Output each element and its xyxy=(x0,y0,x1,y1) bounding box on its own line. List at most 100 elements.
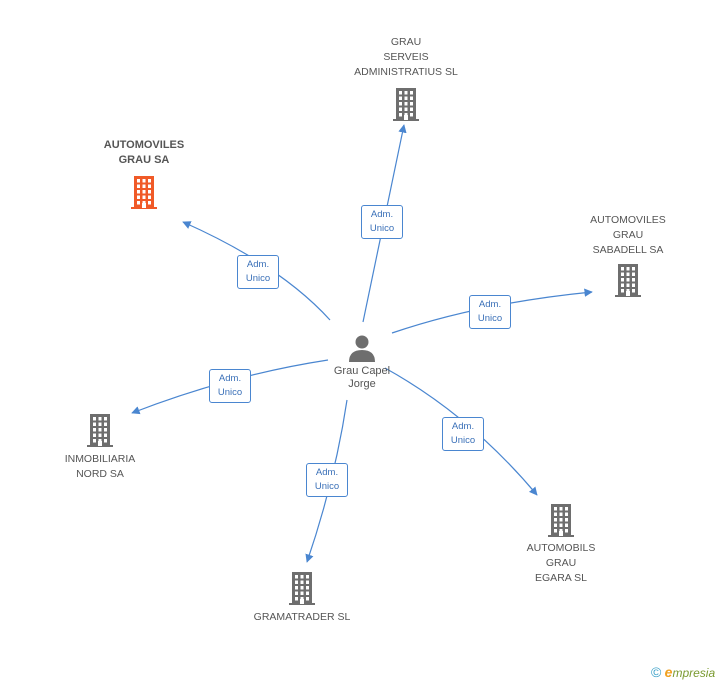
building-icon xyxy=(289,572,315,605)
building-window xyxy=(104,433,107,437)
building-window xyxy=(148,184,151,188)
building-window xyxy=(621,283,624,287)
building-door xyxy=(98,441,102,446)
edge-label-gramatrader[interactable]: Adm. Unico xyxy=(306,463,348,497)
building-window xyxy=(399,96,402,100)
edge-label-automobils-grau-egara[interactable]: Adm. Unico xyxy=(442,417,484,451)
building-window xyxy=(295,586,298,590)
building-window xyxy=(410,91,413,95)
building-window xyxy=(399,107,402,111)
company-name: AUTOMOVILES GRAU SABADELL SA xyxy=(590,214,666,256)
building-window xyxy=(148,190,151,194)
edge-label-line2: Unico xyxy=(245,273,271,284)
company-name: AUTOMOBILS GRAU EGARA SL xyxy=(526,542,596,584)
brand-initial: e xyxy=(664,664,673,680)
building-window xyxy=(104,428,107,432)
edge-label-automoviles-grau-sabadell[interactable]: Adm. Unico xyxy=(469,295,511,329)
building-window xyxy=(148,201,151,205)
building-window xyxy=(632,272,635,276)
building-window xyxy=(306,591,309,595)
building-window xyxy=(554,512,557,516)
building-window xyxy=(621,289,624,293)
building-window xyxy=(295,597,298,601)
building-window xyxy=(300,580,304,584)
building-icon xyxy=(131,176,157,209)
building-window xyxy=(104,439,107,443)
edge-label-grau-serveis[interactable]: Adm. Unico xyxy=(361,205,403,239)
company-node-automobils-grau-egara[interactable]: AUTOMOBILS GRAU EGARA SL xyxy=(506,502,616,586)
building-window xyxy=(104,417,107,421)
edge-label-line1: Adm. xyxy=(370,209,394,220)
building-window xyxy=(404,102,408,106)
building-window xyxy=(404,91,408,95)
building-window xyxy=(142,201,146,205)
building-window xyxy=(554,507,557,511)
building-window xyxy=(93,422,96,426)
building-icon xyxy=(393,88,419,121)
building-window xyxy=(93,417,96,421)
building-window xyxy=(632,283,635,287)
building-window xyxy=(98,439,102,443)
company-node-grau-serveis[interactable]: GRAU SERVEIS ADMINISTRATIUS SL xyxy=(345,35,467,122)
building-window xyxy=(399,102,402,106)
building-window xyxy=(559,507,563,511)
company-name: GRAU SERVEIS ADMINISTRATIUS SL xyxy=(354,36,458,78)
building-window xyxy=(410,107,413,111)
company-node-automoviles-grau[interactable]: AUTOMOVILES GRAU SA xyxy=(88,138,200,210)
building-window xyxy=(565,512,568,516)
building-window xyxy=(626,289,630,293)
edge-label-line1: Adm. xyxy=(315,467,339,478)
company-node-gramatrader[interactable]: GRAMATRADER SL xyxy=(236,570,368,625)
building-window xyxy=(559,518,563,522)
building-window xyxy=(565,507,568,511)
person-icon xyxy=(349,335,375,362)
brand-name: mpresia xyxy=(672,666,716,680)
building-window xyxy=(554,529,557,533)
building-icon xyxy=(548,504,574,537)
building-window xyxy=(295,575,298,579)
edge-label-line2: Unico xyxy=(217,387,243,398)
building-window xyxy=(632,289,635,293)
building-door xyxy=(142,203,146,208)
building-window xyxy=(295,580,298,584)
building-window xyxy=(306,580,309,584)
building-window xyxy=(137,195,140,199)
edge-label-line2: Unico xyxy=(314,481,340,492)
building-door xyxy=(626,291,630,296)
building-window xyxy=(137,190,140,194)
building-door xyxy=(300,599,304,604)
building-window xyxy=(98,417,102,421)
building-door xyxy=(559,531,563,536)
edge-label-line1: Adm. xyxy=(478,299,502,310)
company-node-inmobiliaria-nord[interactable]: INMOBILIARIA NORD SA xyxy=(48,412,152,482)
building-window xyxy=(559,529,563,533)
building-window xyxy=(399,91,402,95)
building-window xyxy=(399,113,402,117)
empresia-logo: © empresia xyxy=(651,664,715,680)
building-window xyxy=(410,113,413,117)
building-window xyxy=(626,278,630,282)
building-window xyxy=(626,272,630,276)
company-name: AUTOMOVILES GRAU SA xyxy=(103,139,185,166)
building-window xyxy=(142,190,146,194)
building-window xyxy=(142,195,146,199)
building-window xyxy=(93,433,96,437)
edge-label-line1: Adm. xyxy=(218,373,242,384)
edge-label-line1: Adm. xyxy=(451,421,475,432)
company-node-automoviles-grau-sabadell[interactable]: AUTOMOVILES GRAU SABADELL SA xyxy=(570,213,686,298)
building-window xyxy=(565,529,568,533)
building-window xyxy=(554,518,557,522)
person-node[interactable]: Grau Capel Jorge xyxy=(326,333,398,391)
building-window xyxy=(295,591,298,595)
edge-label-inmobiliaria-nord[interactable]: Adm. Unico xyxy=(209,369,251,403)
building-window xyxy=(300,586,304,590)
building-door xyxy=(404,115,408,120)
building-window xyxy=(98,422,102,426)
building-window xyxy=(137,179,140,183)
building-window xyxy=(404,96,408,100)
building-icon xyxy=(87,414,113,447)
edge-label-automoviles-grau[interactable]: Adm. Unico xyxy=(237,255,279,289)
building-window xyxy=(306,597,309,601)
building-window xyxy=(626,267,630,271)
company-name: GRAMATRADER SL xyxy=(253,611,351,623)
